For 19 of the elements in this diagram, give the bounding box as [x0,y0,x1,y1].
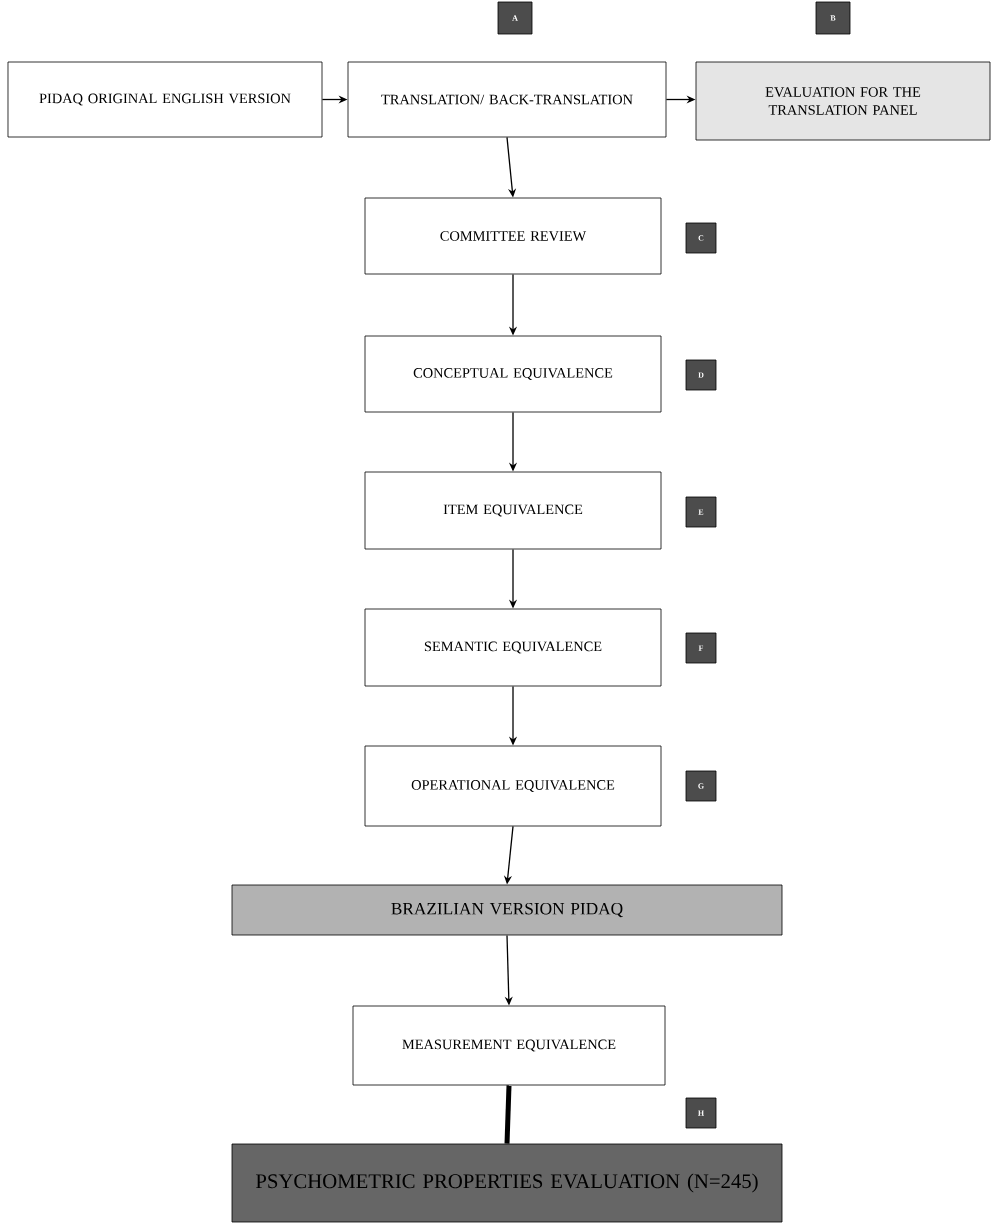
badge-label: C [685,222,717,254]
process-box: MEASUREMENT EQUIVALENCE [352,1005,666,1086]
process-box: OPERATIONAL EQUIVALENCE [364,745,662,827]
badge-label: H [685,1097,717,1129]
process-box: ITEM EQUIVALENCE [364,471,662,550]
badge-label: A [497,1,533,35]
process-box: TRANSLATION/ BACK-TRANSLATION [347,61,667,138]
result-banner: PSYCHOMETRIC PROPERTIES EVALUATION (N=245) [231,1143,783,1223]
process-box: COMMITTEE REVIEW [364,197,662,275]
process-box: EVALUATION FOR THE TRANSLATION PANEL [695,61,991,141]
process-box: PIDAQ ORIGINAL ENGLISH VERSION [7,61,323,138]
badge-label: D [685,359,717,391]
badge-label: E [685,496,717,528]
badge-label: B [815,1,851,35]
badge-label: G [685,770,717,802]
process-box: SEMANTIC EQUIVALENCE [364,608,662,687]
badge-label: F [685,632,717,664]
version-banner: BRAZILIAN VERSION PIDAQ [231,884,783,936]
process-box: CONCEPTUAL EQUIVALENCE [364,335,662,413]
